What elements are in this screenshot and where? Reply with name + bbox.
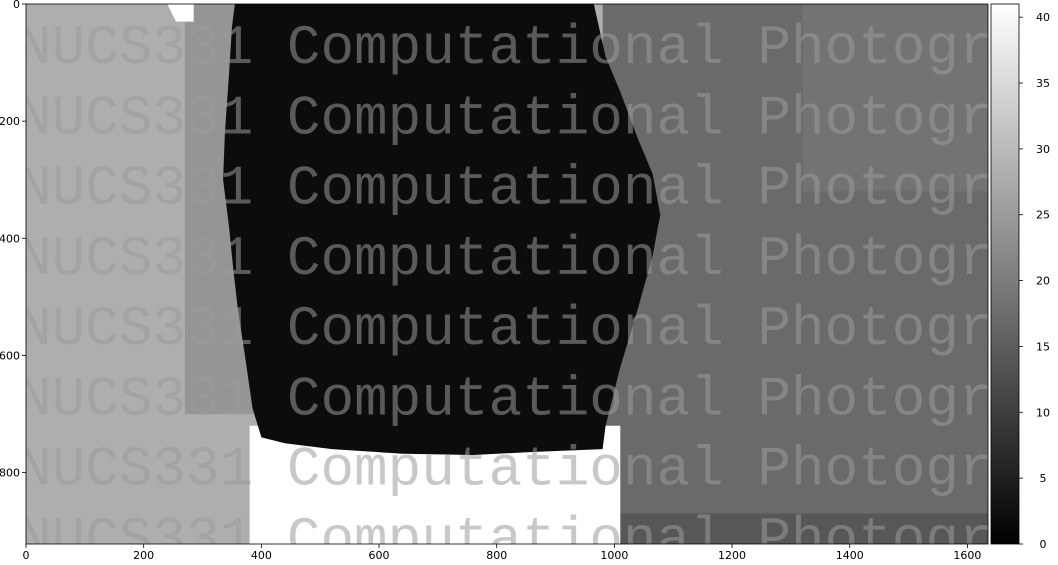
top-left-white-notch — [167, 4, 194, 22]
y-tick-label: 600 — [0, 349, 20, 362]
watermark-row: NUCS331 Computational Photography — [18, 367, 1058, 431]
watermark-row: NUCS331 Computational Photography — [18, 297, 1058, 361]
y-tick-label: 800 — [0, 467, 20, 480]
x-tick-label: 1000 — [600, 549, 628, 561]
watermark-row: NUCS331 Computational Photography — [18, 227, 1058, 291]
colorbar-tick-label: 30 — [1036, 143, 1050, 156]
watermark-row: NUCS331 Computational Photography — [18, 86, 1058, 150]
plot-frame — [25, 3, 989, 545]
watermark-row: NUCS331 Computational Photography — [18, 157, 1058, 221]
x-tick-label: 1400 — [836, 549, 864, 561]
colorbar-tick-label: 15 — [1036, 340, 1050, 353]
colorbar — [990, 3, 1020, 545]
watermark-row: NUCS331 Computational Photography — [18, 438, 1058, 502]
x-tick-label: 800 — [486, 549, 507, 561]
colorbar-tick-label: 0 — [1040, 538, 1047, 551]
x-tick-label: 200 — [133, 549, 154, 561]
x-tick-label: 1200 — [718, 549, 746, 561]
x-tick-label: 600 — [369, 549, 390, 561]
x-tick-label: 400 — [251, 549, 272, 561]
region-occluded-lower-center — [249, 425, 621, 544]
x-tick-label: 1600 — [953, 549, 981, 561]
colorbar-tick-label: 5 — [1040, 472, 1047, 485]
y-tick-label: 0 — [13, 0, 20, 11]
y-tick-label: 200 — [0, 115, 20, 128]
right-background-band — [802, 4, 988, 192]
watermark-row: NUCS331 Computational Photography — [18, 16, 1058, 80]
right-background-lower-band — [620, 513, 988, 544]
x-tick-label: 0 — [23, 549, 30, 561]
colorbar-tick-label: 40 — [1036, 11, 1050, 24]
region-central-object — [223, 4, 661, 455]
colorbar-tick-label: 35 — [1036, 77, 1050, 90]
depth-image: NUCS331 Computational PhotographyNUCS331… — [18, 4, 1058, 561]
y-tick-label: 400 — [0, 232, 20, 245]
colorbar-tick-label: 20 — [1036, 275, 1050, 288]
colorbar-tick-label: 25 — [1036, 209, 1050, 222]
colorbar-tick-label: 10 — [1036, 406, 1050, 419]
watermark-row: NUCS331 Computational Photography — [18, 508, 1058, 561]
